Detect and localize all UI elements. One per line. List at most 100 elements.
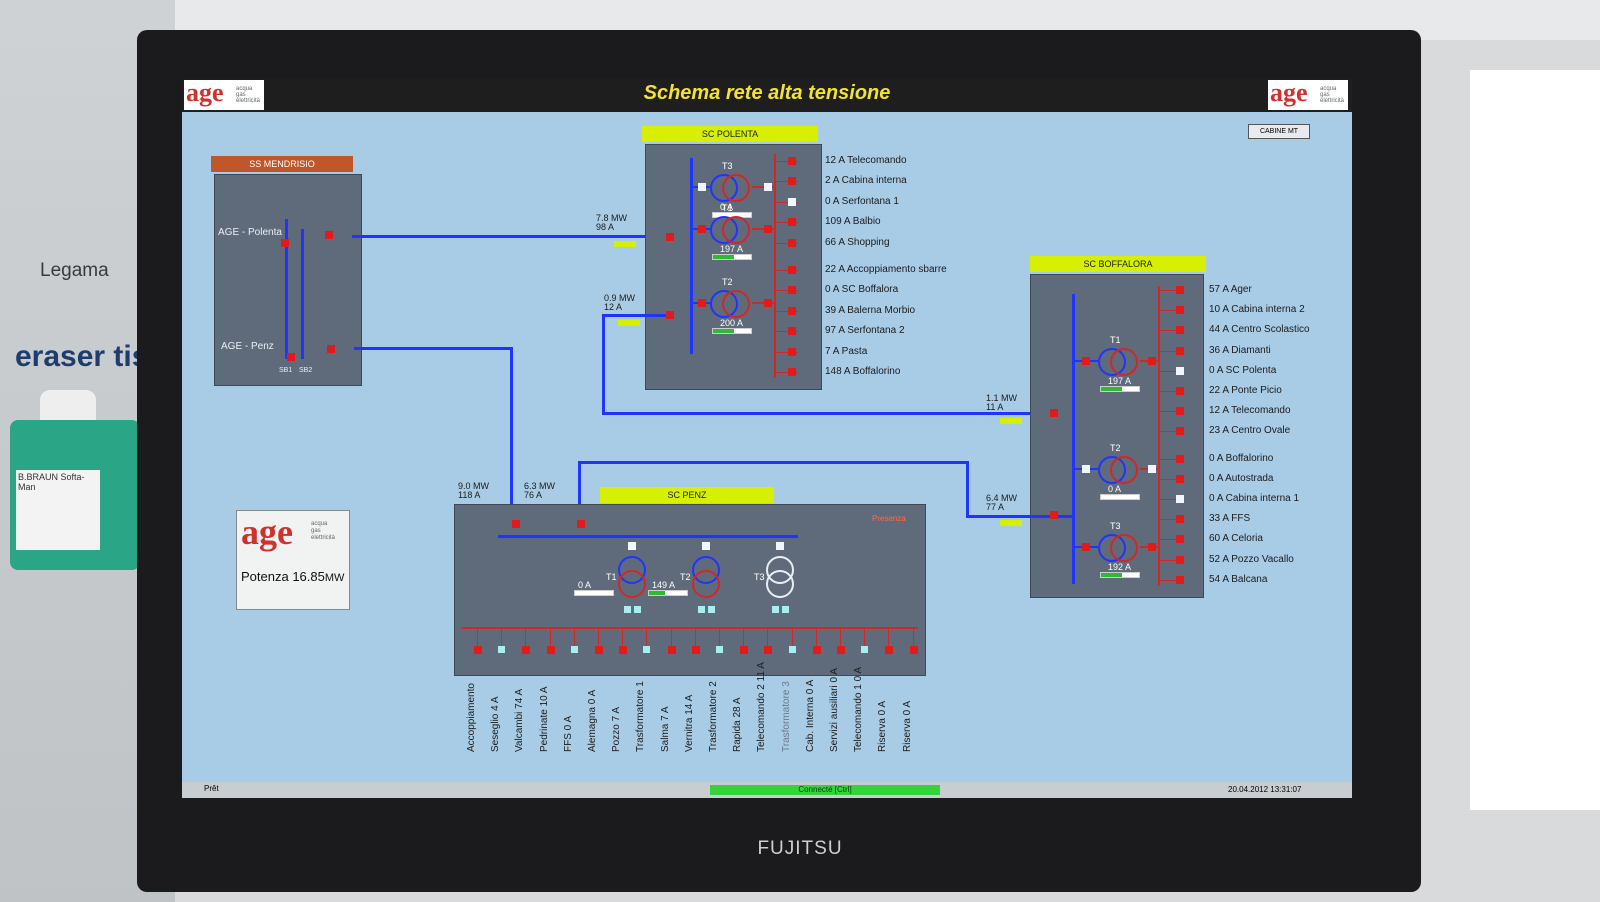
feeder-breaker[interactable] [788,197,796,206]
breaker[interactable] [1148,357,1156,365]
feeder-line [776,310,798,312]
breaker[interactable] [698,225,706,233]
arrow-left-icon [618,320,640,326]
transformer-icon[interactable] [1096,456,1140,484]
feeder-label: 60 A Celoria [1209,533,1263,545]
feeder-breaker[interactable] [1176,555,1184,564]
transformer-icon[interactable] [618,556,646,600]
feeder-line [776,351,798,353]
breaker[interactable] [764,183,772,191]
feeder-label: 148 A Boffalorino [825,366,901,377]
breaker[interactable] [512,520,520,528]
transformer-icon[interactable] [1096,534,1140,562]
feeder-breaker[interactable] [788,218,796,227]
feeder-breaker[interactable] [619,646,628,654]
transformer-icon[interactable] [708,174,752,202]
feeder-breaker[interactable] [837,646,845,654]
breaker[interactable] [287,353,295,361]
feeder-breaker[interactable] [522,646,531,654]
feeder-breaker[interactable] [788,238,796,247]
feeder-breaker[interactable] [1176,366,1184,375]
transformer-icon[interactable] [1096,348,1140,376]
transformer-icon[interactable] [708,290,752,318]
feeder-breaker[interactable] [1176,346,1184,355]
feeder-breaker[interactable] [595,646,603,654]
switch[interactable] [634,606,641,613]
breaker[interactable] [1050,409,1058,417]
feeder-breaker[interactable] [812,646,821,654]
breaker[interactable] [1082,357,1090,365]
feeder-breaker[interactable] [788,347,796,356]
feeder-breaker[interactable] [570,646,578,653]
feeder-breaker[interactable] [788,368,796,376]
transformer-icon[interactable] [708,216,752,244]
breaker[interactable] [1082,543,1090,551]
breaker[interactable] [281,239,289,247]
feeder-breaker[interactable] [1176,474,1184,483]
feeder-breaker[interactable] [788,327,796,336]
breaker[interactable] [702,542,710,550]
feeder-breaker[interactable] [1176,575,1184,584]
feeder-breaker[interactable] [740,646,749,654]
switch[interactable] [708,606,715,613]
breaker[interactable] [776,542,784,550]
breaker[interactable] [698,299,706,307]
breaker[interactable] [1050,511,1058,519]
feeder-breaker[interactable] [546,646,555,654]
feeder-breaker[interactable] [1176,407,1184,416]
box-text-large: eraser tis [15,340,149,373]
breaker[interactable] [698,183,706,191]
feeder-breaker[interactable] [667,646,676,654]
feeder-breaker[interactable] [764,646,773,654]
feeder-breaker[interactable] [788,157,796,165]
feeder-breaker[interactable] [474,646,482,654]
breaker[interactable] [1148,543,1156,551]
breaker[interactable] [1082,465,1090,473]
feeder-breaker[interactable] [788,646,796,653]
breaker[interactable] [577,520,585,528]
feeder-breaker[interactable] [788,266,796,274]
feeder-breaker[interactable] [885,646,894,654]
feeder-breaker[interactable] [498,646,506,653]
transformer-icon[interactable] [692,556,720,600]
line-penz-boffalora-b [966,461,969,517]
breaker[interactable] [325,231,333,239]
feeder-label: Riserva 0 A [877,700,889,752]
breaker[interactable] [1148,465,1156,473]
feeder-line [525,628,527,648]
cabine-mt-button[interactable]: CABINE MT [1248,124,1310,139]
switch[interactable] [782,606,789,613]
breaker[interactable] [666,311,674,319]
switch[interactable] [772,606,779,613]
feeder-breaker[interactable] [1176,306,1184,315]
feeder-label: Riserva 0 A [901,700,913,752]
feeder-breaker[interactable] [691,646,700,654]
breaker[interactable] [764,225,772,233]
switch[interactable] [624,606,631,613]
breaker[interactable] [764,299,772,307]
feeder-breaker[interactable] [1176,387,1184,395]
feeder-breaker[interactable] [788,177,796,186]
feeder-breaker[interactable] [788,286,796,295]
feeder-breaker[interactable] [716,646,723,653]
feeder-breaker[interactable] [788,306,796,315]
feeder-breaker[interactable] [1176,427,1184,436]
feeder-breaker[interactable] [1176,454,1184,463]
switch[interactable] [698,606,705,613]
feeder-breaker[interactable] [1176,326,1184,335]
breaker[interactable] [327,345,335,353]
breaker[interactable] [666,233,674,241]
feeder-breaker[interactable] [909,646,918,654]
monitor-brand: FUJITSU [757,838,843,859]
feeder-label: Trasformatore 3 [780,681,792,752]
feeder-breaker[interactable] [1176,286,1184,294]
feeder-breaker[interactable] [1176,515,1184,524]
feeder-breaker[interactable] [1176,495,1184,503]
feeder-breaker[interactable] [861,646,869,653]
sb1-label: SB1 [279,367,293,374]
feeder-breaker[interactable] [1176,535,1184,544]
breaker[interactable] [628,542,636,550]
feeder-breaker[interactable] [643,646,651,653]
transformer-icon[interactable] [766,556,794,600]
